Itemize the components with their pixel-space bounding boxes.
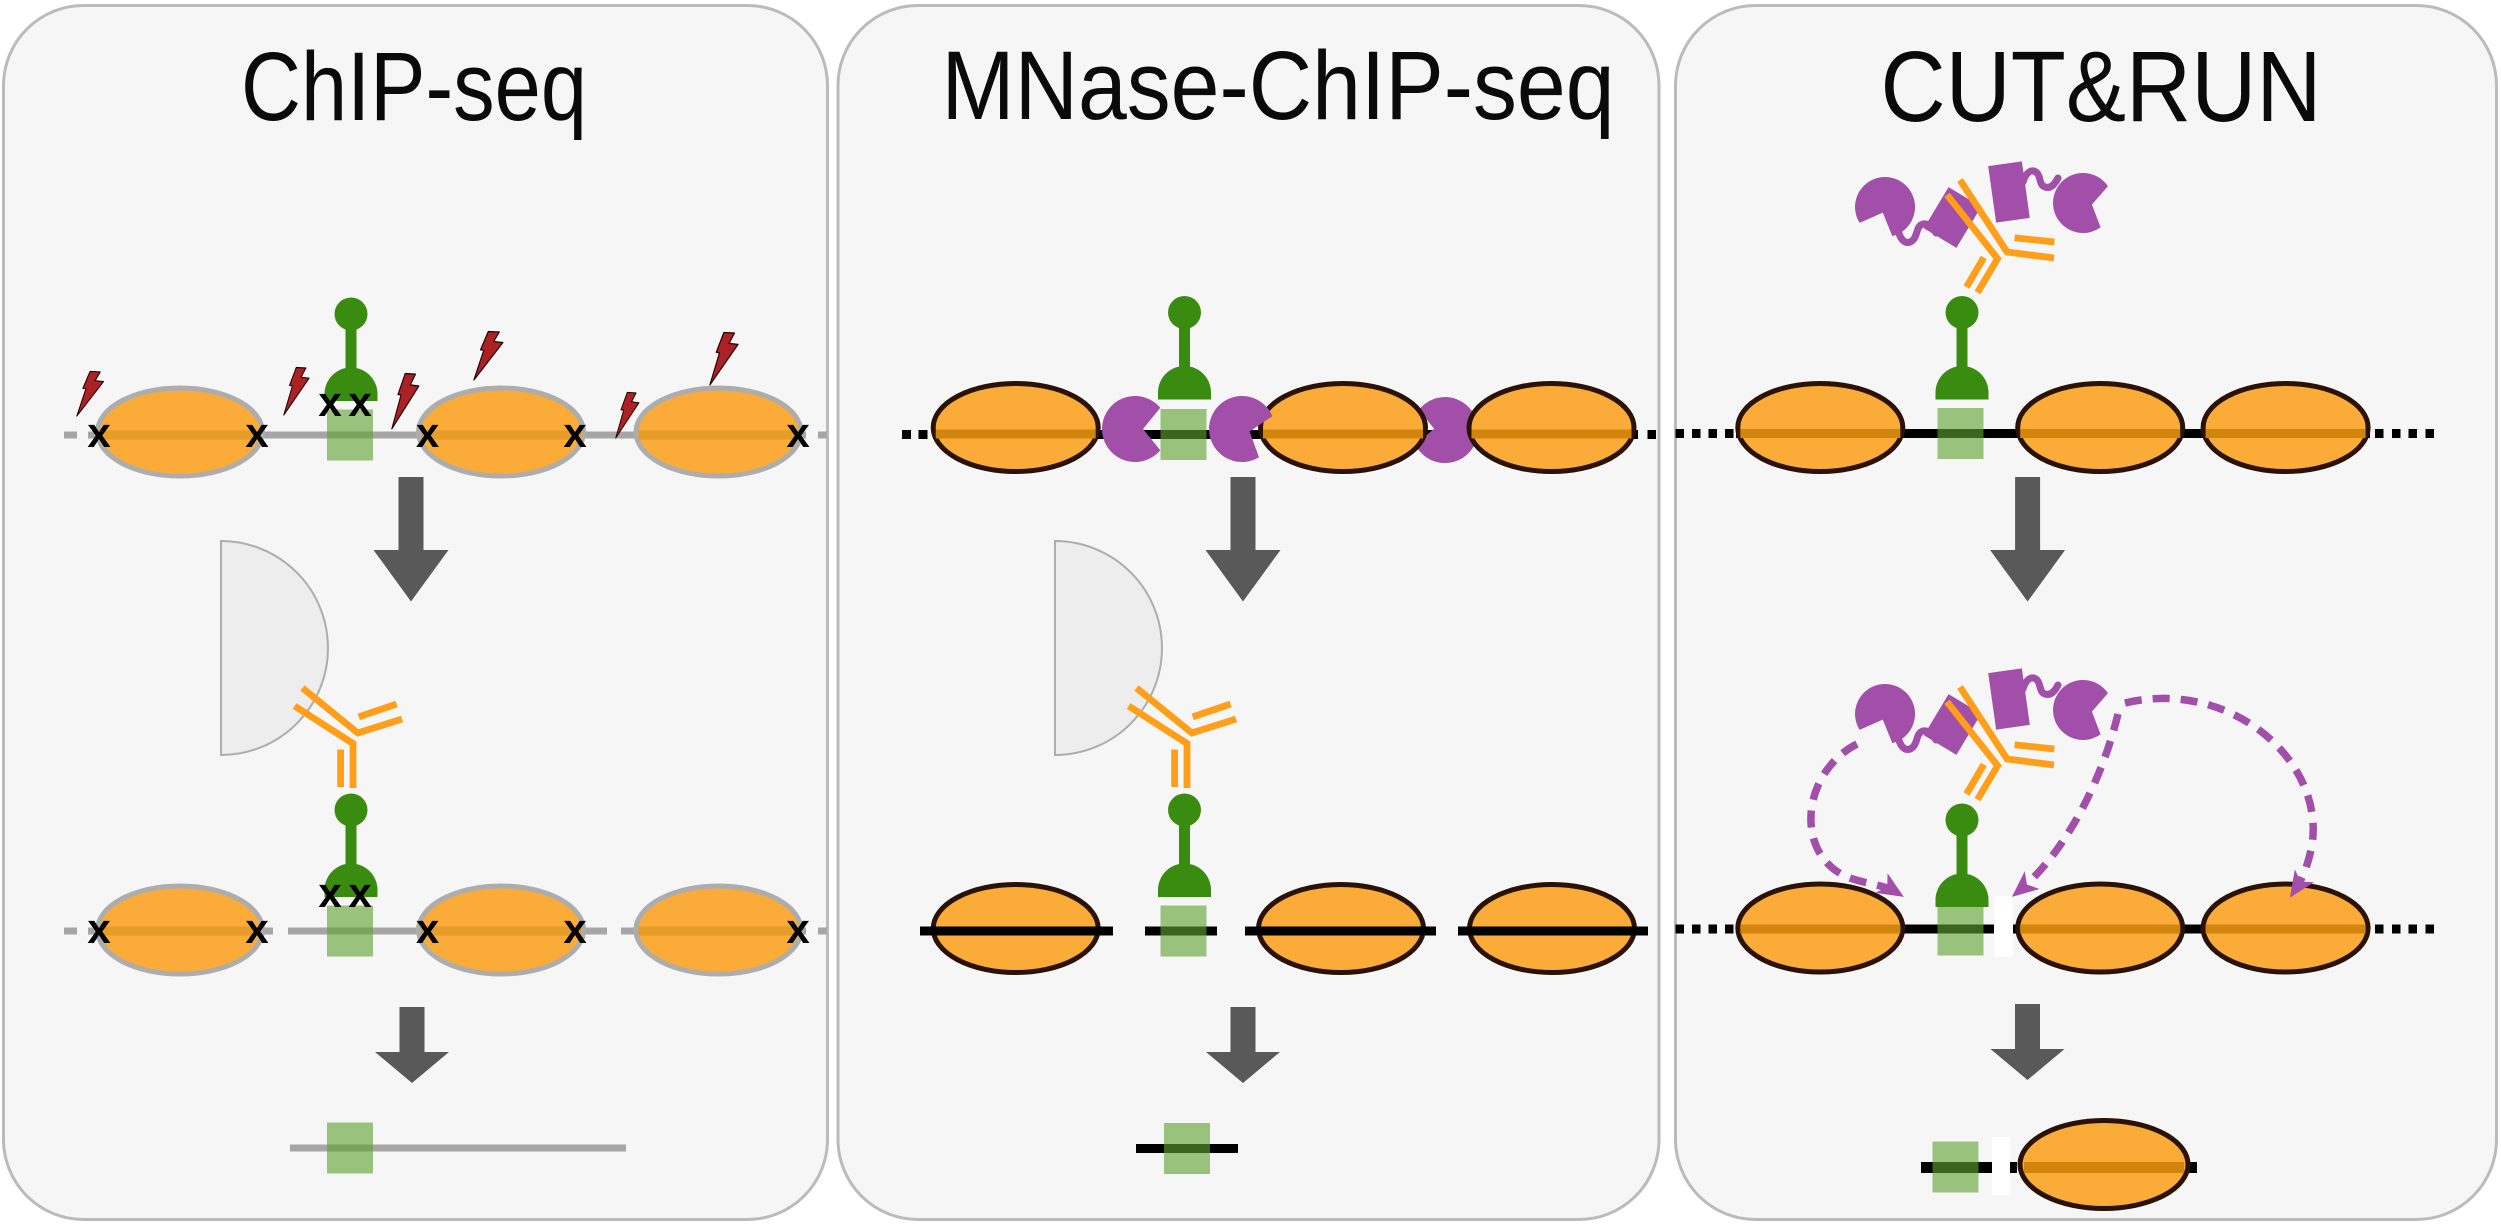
- svg-text:x: x: [87, 905, 111, 952]
- svg-text:x: x: [416, 905, 440, 952]
- svg-text:x: x: [563, 409, 587, 456]
- svg-text:x: x: [87, 409, 111, 456]
- svg-text:x: x: [348, 869, 372, 916]
- svg-text:x: x: [318, 869, 342, 916]
- svg-text:x: x: [318, 378, 342, 425]
- svg-text:ChIP-seq: ChIP-seq: [241, 32, 587, 141]
- svg-text:x: x: [348, 378, 372, 425]
- svg-text:MNase-ChIP-seq: MNase-ChIP-seq: [942, 31, 1615, 140]
- svg-text:x: x: [786, 409, 810, 456]
- svg-text:x: x: [416, 409, 440, 456]
- svg-text:x: x: [245, 409, 269, 456]
- svg-text:CUT&RUN: CUT&RUN: [1881, 31, 2322, 143]
- svg-text:x: x: [563, 905, 587, 952]
- svg-text:x: x: [786, 905, 810, 952]
- svg-text:x: x: [245, 905, 269, 952]
